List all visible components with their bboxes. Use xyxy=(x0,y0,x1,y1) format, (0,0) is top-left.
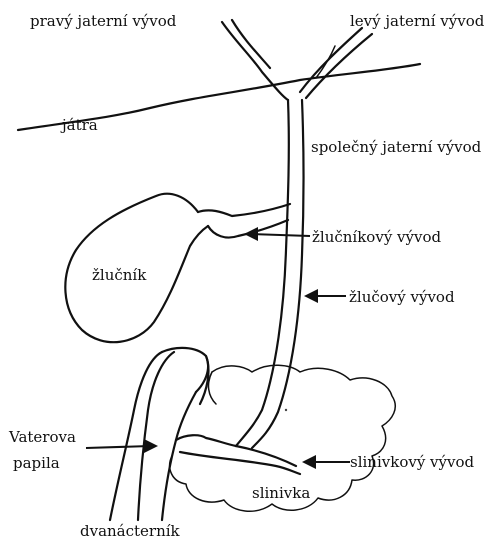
papilla-arrow-line xyxy=(86,446,150,448)
duodenum-outer-wall xyxy=(110,352,162,520)
left-hepatic-branch-2 xyxy=(306,34,372,98)
pancreatic-duct-arrow-head xyxy=(302,455,316,469)
duodenum-top xyxy=(162,348,208,392)
right-hepatic-branch-2 xyxy=(232,20,270,68)
cystic-duct-top-wall xyxy=(198,204,290,216)
pancreatic-duct-upper xyxy=(236,446,296,466)
label-liver: játra xyxy=(62,116,98,134)
label-pancreatic-duct: slinivkový vývod xyxy=(350,453,474,471)
speck xyxy=(285,409,287,411)
left-hepatic-branch xyxy=(300,28,362,92)
duodenum-inner-wall xyxy=(162,392,196,520)
common-duct-right-wall xyxy=(252,100,304,448)
bile-duct-arrow-head xyxy=(304,289,318,303)
label-left-hepatic-duct: levý jaterní vývod xyxy=(350,12,484,30)
common-duct-left-wall xyxy=(236,100,289,446)
label-pancreas: slinivka xyxy=(252,484,310,502)
label-duodenum: dvanácterník xyxy=(80,522,180,540)
cystic-duct-arrow-line xyxy=(252,234,310,236)
label-gallbladder: žlučník xyxy=(92,266,146,284)
cystic-duct-arrow-head xyxy=(244,227,258,241)
pancreatic-duct-lower xyxy=(180,452,300,474)
label-right-hepatic-duct: pravý jaterní vývod xyxy=(30,12,176,30)
papilla-arrow-head xyxy=(144,439,158,453)
label-vater-papilla-line1: Vaterova xyxy=(9,428,76,446)
pancreas-lobe xyxy=(209,372,216,404)
vater-papilla-shape xyxy=(176,435,236,446)
label-vater-papilla-line2: papila xyxy=(13,454,60,472)
label-cystic-duct: žlučníkový vývod xyxy=(312,228,441,246)
label-common-hepatic-duct: společný jaterní vývod xyxy=(311,138,481,156)
label-bile-duct: žlučový vývod xyxy=(349,288,455,306)
